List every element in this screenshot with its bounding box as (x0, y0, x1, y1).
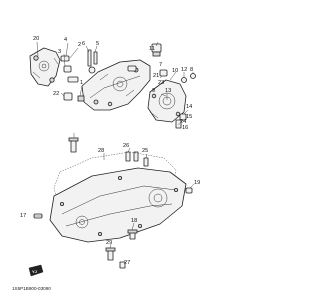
callout-27: 27 (124, 260, 130, 266)
upper-fasteners (60, 49, 98, 83)
callout-15: 15 (186, 114, 192, 120)
leader-lines (34, 41, 195, 263)
lower-fasteners (33, 187, 193, 269)
callout-19: 19 (194, 180, 200, 186)
callout-17: 17 (20, 213, 26, 219)
callout-26: 26 (123, 143, 129, 149)
reference-code: 1S5P1B900-03090 (12, 286, 51, 291)
callout-28: 28 (98, 148, 104, 154)
callout-11: 11 (149, 46, 155, 52)
publisher-badge: YJ (28, 264, 44, 277)
exploded-parts-diagram: 20 4 2 3 6 5 22 1 11 10 12 8 7 21 23 9 1… (12, 36, 200, 291)
callout-3: 3 (58, 49, 61, 55)
callout-23: 23 (158, 80, 164, 86)
callout-2: 2 (78, 42, 81, 48)
callout-7: 7 (159, 62, 162, 68)
callout-1: 1 (80, 80, 83, 86)
callout-20: 20 (33, 36, 39, 42)
callout-13: 13 (165, 88, 171, 94)
callout-22: 22 (53, 91, 59, 97)
callout-5: 5 (96, 41, 99, 47)
callout-10: 10 (172, 68, 178, 74)
callout-8: 8 (190, 67, 193, 73)
callout-18: 18 (131, 218, 137, 224)
diagram-canvas: 20 4 2 3 6 5 22 1 11 10 12 8 7 21 23 9 1… (12, 36, 200, 291)
crankcase-cover-part (81, 59, 151, 111)
callout-4: 4 (64, 37, 67, 43)
callout-labels: 20 4 2 3 6 5 22 1 11 10 12 8 7 21 23 9 1… (20, 36, 200, 266)
callout-14: 14 (186, 104, 192, 110)
transmission-cover-part (49, 167, 187, 243)
callout-21: 21 (153, 73, 159, 79)
callout-29: 29 (106, 240, 112, 246)
middle-fasteners (68, 137, 149, 167)
callout-25: 25 (142, 148, 148, 154)
callout-6: 6 (82, 41, 85, 47)
callout-12: 12 (181, 67, 187, 73)
left-bracket-part (29, 47, 61, 87)
callout-16: 16 (182, 125, 188, 131)
callout-24: 24 (180, 119, 186, 125)
small-fittings (63, 43, 196, 102)
callout-9: 9 (152, 88, 155, 94)
badge-text: YJ (32, 269, 37, 274)
